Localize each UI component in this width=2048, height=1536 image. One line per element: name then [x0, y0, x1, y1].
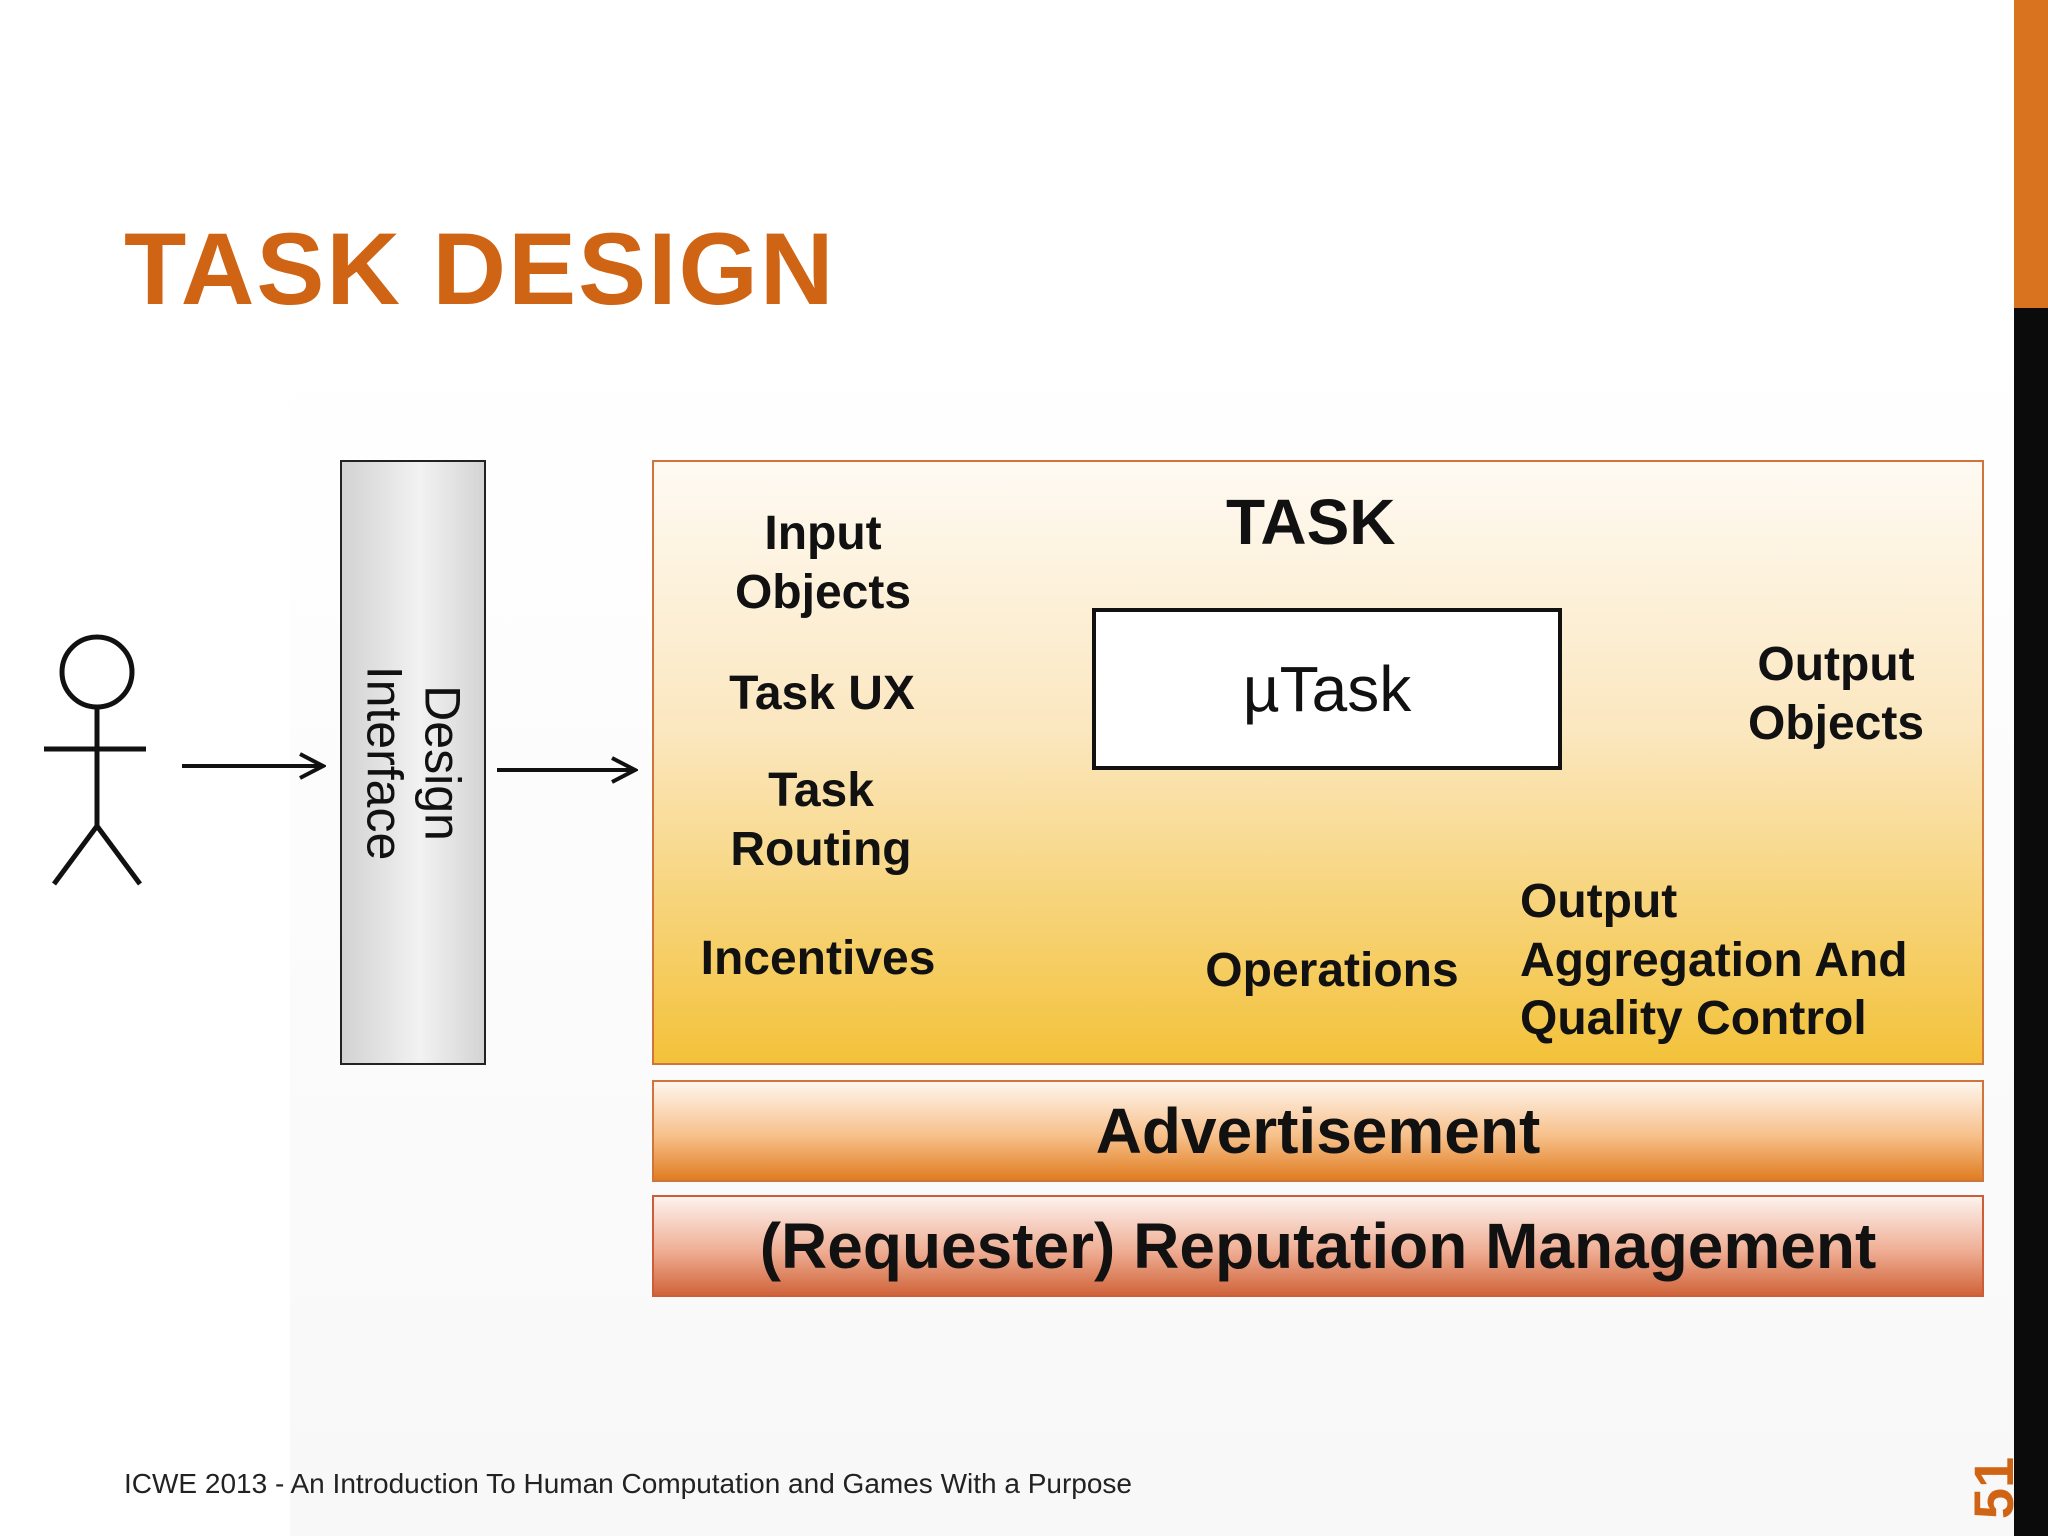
design-interface-line1: Design: [414, 684, 471, 841]
task-routing-line1: Task: [768, 764, 874, 817]
design-interface-line2: Interface: [357, 665, 413, 860]
stick-figure-icon: [44, 634, 146, 886]
incentives-label: Incentives: [700, 932, 936, 985]
aggregation-line3: Quality Control: [1520, 992, 1867, 1046]
output-objects-line1: Output: [1757, 638, 1915, 691]
task-routing-line2: Routing: [730, 822, 912, 876]
page-number: 51: [1961, 1456, 2025, 1520]
side-bar: [2014, 308, 2048, 1536]
output-objects-line2: Objects: [1747, 696, 1925, 750]
task-ux-label: Task UX: [729, 667, 915, 720]
footer-text: ICWE 2013 - An Introduction To Human Com…: [124, 1468, 1132, 1499]
accent-bar: [2014, 0, 2048, 308]
input-objects-line1: Input: [764, 507, 882, 560]
task-title: TASK: [1226, 486, 1396, 558]
reputation-bar: (Requester) Reputation Management: [652, 1195, 1984, 1297]
design-interface-label: Design Interface: [356, 665, 471, 860]
advertisement-bar: Advertisement: [652, 1080, 1984, 1182]
reputation-label: (Requester) Reputation Management: [759, 1210, 1877, 1282]
aggregation-line1: Output: [1520, 875, 1678, 928]
aggregation-label: Output Aggregation And Quality Control: [1520, 873, 1908, 1049]
output-objects-label: Output Objects: [1738, 636, 1934, 753]
design-interface-box: Design Interface: [340, 460, 486, 1065]
task-routing-label: Task Routing: [720, 762, 922, 879]
input-objects-label: Input Objects: [724, 505, 922, 622]
advertisement-label: Advertisement: [1095, 1095, 1541, 1167]
utask-box: µTask: [1092, 608, 1562, 770]
operations-label: Operations: [1205, 944, 1459, 997]
aggregation-line2: Aggregation And: [1520, 933, 1908, 987]
input-objects-line2: Objects: [734, 565, 912, 619]
slide-title: TASK DESIGN: [124, 212, 836, 326]
